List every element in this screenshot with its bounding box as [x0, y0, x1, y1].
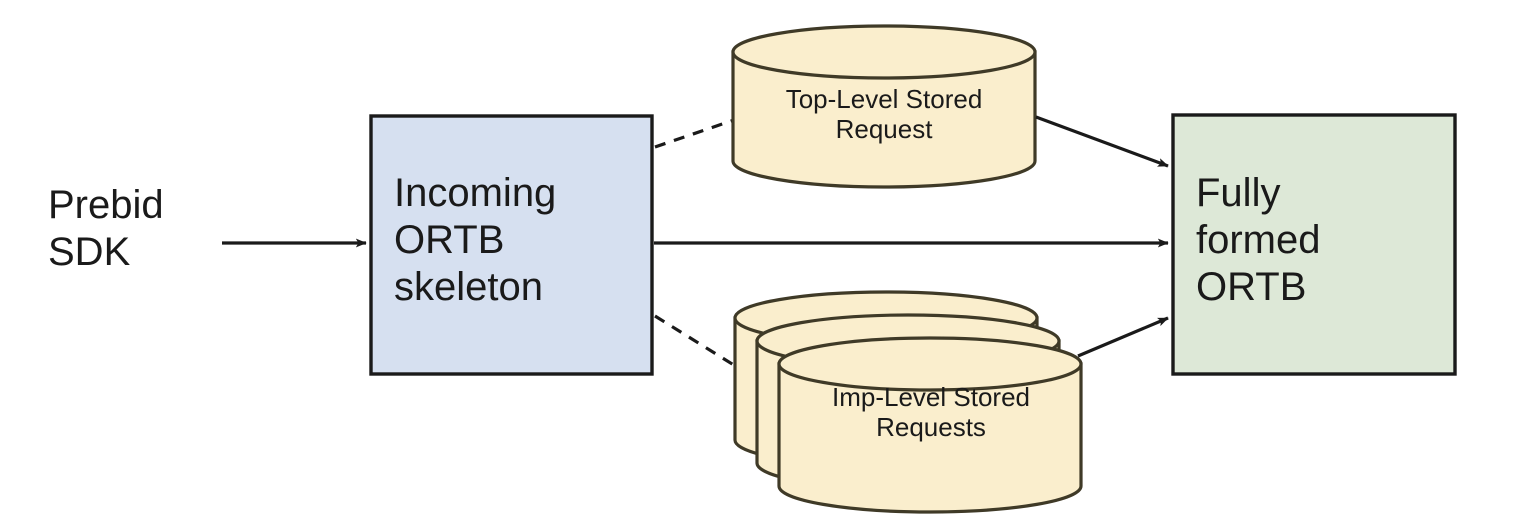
- node-incoming-ortb-box[interactable]: [369, 114, 654, 376]
- edge-incoming-to-top-level: [654, 118, 735, 149]
- cylinder-body-front: [777, 362, 1083, 514]
- node-imp-level-stored-requests[interactable]: [733, 290, 1083, 514]
- edge-top-level-to-fully-formed: [1035, 115, 1169, 168]
- cylinder-body: [731, 50, 1037, 189]
- cylinder-top-ellipse-front: [777, 336, 1083, 392]
- edge-incoming-to-imp-level: [654, 314, 738, 369]
- edge-imp-level-to-fully-formed: [1077, 316, 1169, 358]
- node-top-level-stored-request[interactable]: [731, 24, 1037, 189]
- cylinder-top-ellipse: [731, 24, 1037, 80]
- node-fully-formed-ortb-box[interactable]: [1171, 113, 1457, 376]
